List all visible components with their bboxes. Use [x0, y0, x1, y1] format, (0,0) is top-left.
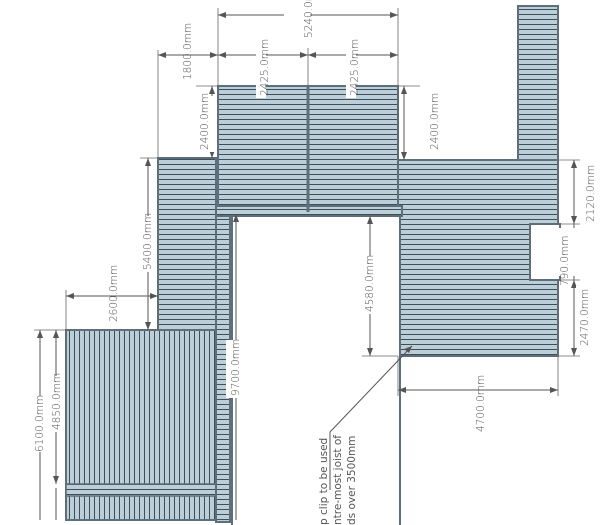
- deck-upper-left-bay: [217, 85, 309, 213]
- deck-right-notch: [529, 223, 561, 281]
- dimension-lines: [34, 8, 580, 520]
- dim-right-upper-height: 2400.0mm: [429, 93, 441, 150]
- dim-top-total: 5240.0mm: [303, 0, 315, 38]
- dim-left-upper-height: 2400.0mm: [199, 93, 211, 150]
- dimension-labels: 5240.0mm 2425.0mm 2425.0mm 1800.0mm 2400…: [32, 0, 598, 452]
- dim-inner-void-height: 4580.0mm: [364, 255, 376, 312]
- dim-left-mid-height: 5400.0mm: [142, 213, 154, 270]
- annotation-note: p clip to be used ntre-most joist of ds …: [318, 435, 358, 525]
- dim-top-left-bay: 2425.0mm: [259, 39, 271, 96]
- deck-upper-right-bay: [307, 85, 399, 213]
- dim-left-stair-total: 6100.0mm: [34, 395, 46, 452]
- note-line-3: ds over 3500mm: [346, 436, 358, 525]
- deck-boards: [65, 5, 561, 525]
- dim-left-bottom-offset: 2600.0mm: [108, 265, 120, 322]
- dim-right-notch-top: 2120.0mm: [585, 165, 597, 222]
- note-line-1: p clip to be used: [318, 438, 330, 525]
- dim-left-stair-part: 4850.0mm: [51, 373, 63, 430]
- dim-right-notch-mid: 790.0mm: [559, 235, 571, 286]
- dim-top-right-bay: 2425.0mm: [349, 39, 361, 96]
- deck-left-middle-strip: [157, 157, 217, 331]
- deck-lower-left-band: [65, 483, 217, 497]
- note-line-2: ntre-most joist of: [332, 435, 344, 525]
- dim-right-bottom-width: 4700.0mm: [475, 375, 487, 432]
- dim-right-notch-bottom: 2470.0mm: [579, 289, 591, 346]
- dim-walkway-length: 9700.0mm: [230, 339, 242, 396]
- dim-left-step: 1800.0mm: [182, 23, 194, 80]
